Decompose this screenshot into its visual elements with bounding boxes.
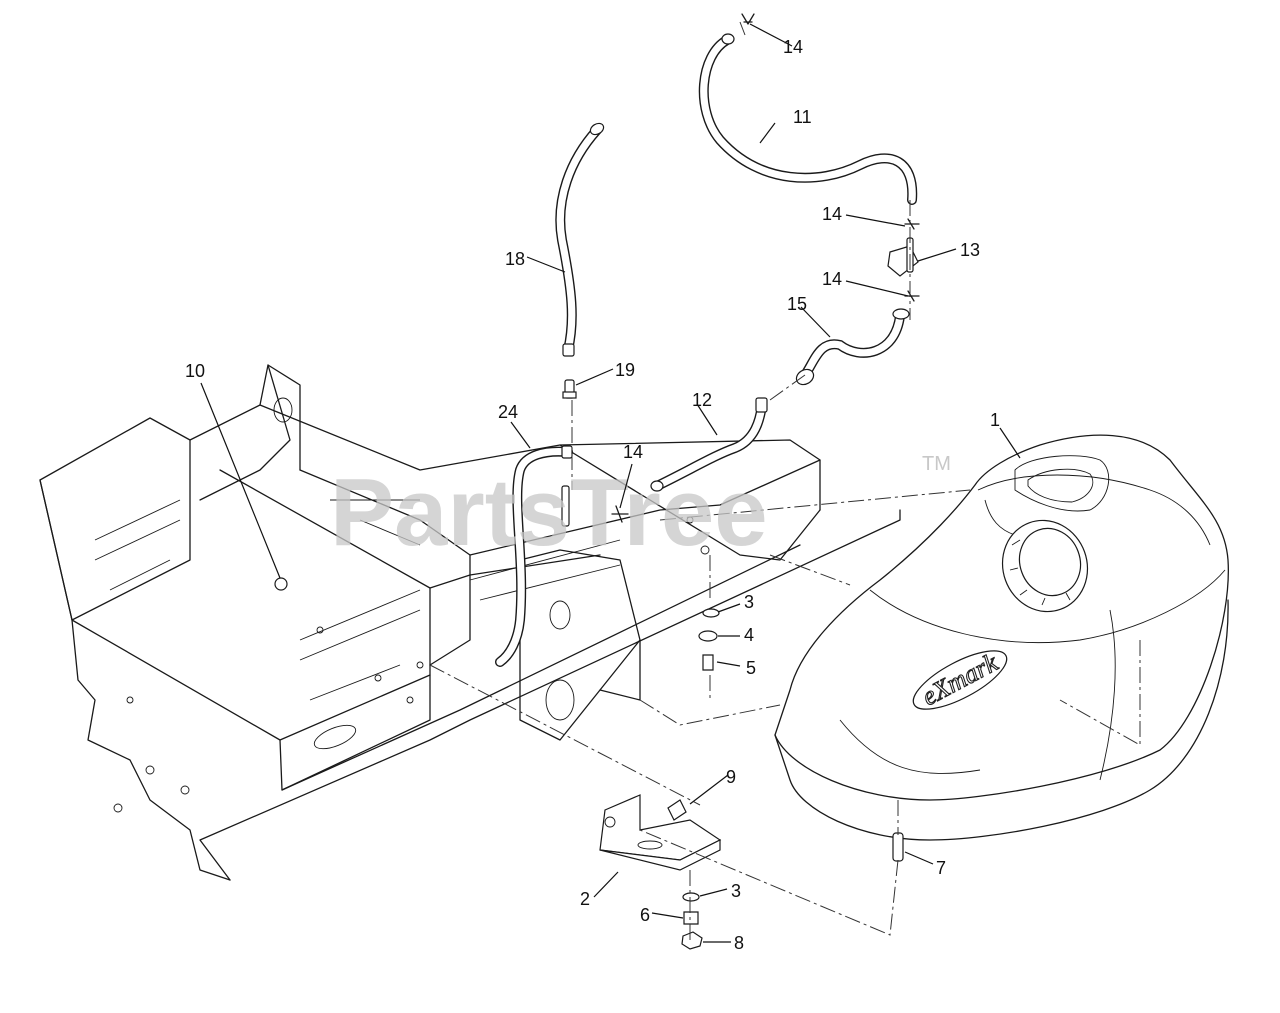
callout-4: 4 xyxy=(744,625,754,645)
callout-11: 11 xyxy=(793,107,812,127)
callout-7: 7 xyxy=(936,858,946,878)
hose-24 xyxy=(495,445,573,667)
callout-9: 9 xyxy=(726,767,736,787)
fitting-19 xyxy=(562,379,577,399)
grommet-part-10 xyxy=(274,577,288,591)
bolt-5 xyxy=(702,654,714,671)
callout-15: 15 xyxy=(787,294,807,314)
callout-14d: 14 xyxy=(623,442,643,462)
callouts: 1 2 3 3 4 5 6 7 8 9 10 11 12 13 14 14 14… xyxy=(185,37,1000,953)
tank-logo: eXmark xyxy=(912,647,1008,712)
callout-24: 24 xyxy=(498,402,518,422)
watermark-text: PartsTree xyxy=(330,459,768,566)
lockwasher-4 xyxy=(698,630,718,642)
tank-logo-text: eXmark xyxy=(917,648,1002,712)
callout-8: 8 xyxy=(734,933,744,953)
hose-18 xyxy=(555,122,605,357)
bracket-2 xyxy=(599,794,722,871)
callout-1: 1 xyxy=(990,410,1000,430)
callout-10: 10 xyxy=(185,361,205,381)
leader-lines xyxy=(200,23,1021,943)
pin-7 xyxy=(892,832,904,862)
watermark: PartsTree TM xyxy=(330,453,951,566)
callout-3a: 3 xyxy=(744,592,754,612)
fuel-tank: eXmark xyxy=(774,434,1229,841)
chassis-frame xyxy=(39,364,901,881)
hose-12 xyxy=(650,397,768,492)
watermark-trademark: TM xyxy=(922,453,951,475)
callout-14a: 14 xyxy=(783,37,803,57)
filter-13 xyxy=(887,237,919,277)
callout-12: 12 xyxy=(692,390,712,410)
assembly-guide-lines xyxy=(429,21,1141,940)
callout-6: 6 xyxy=(640,905,650,925)
hose-11 xyxy=(698,33,918,205)
spring-6 xyxy=(683,911,699,925)
callout-18: 18 xyxy=(505,249,525,269)
callout-13: 13 xyxy=(960,240,980,260)
callout-3b: 3 xyxy=(731,881,741,901)
callout-2: 2 xyxy=(580,889,590,909)
bumper-9 xyxy=(667,799,687,821)
hose-15 xyxy=(795,308,910,386)
washer-3-upper xyxy=(702,608,720,618)
callout-14c: 14 xyxy=(822,269,842,289)
fuel-cap xyxy=(1001,519,1089,613)
washer-3-lower xyxy=(682,892,700,902)
callout-19: 19 xyxy=(615,360,635,380)
hose-clamps-14 xyxy=(611,13,920,523)
nut-8 xyxy=(681,931,703,950)
callout-5: 5 xyxy=(746,658,756,678)
callout-14b: 14 xyxy=(822,204,842,224)
